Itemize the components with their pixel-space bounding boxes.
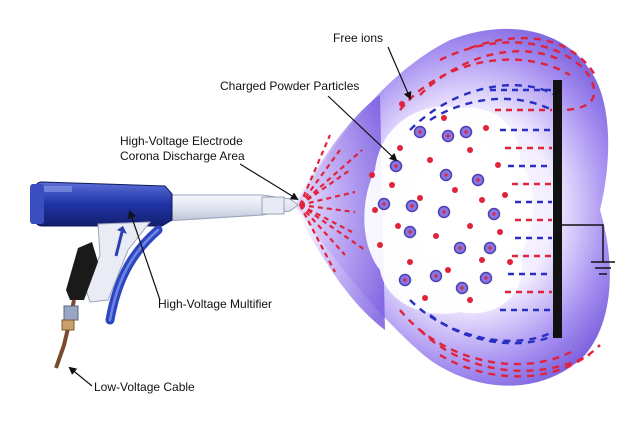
ground-plate <box>553 80 562 338</box>
free-ions-leader <box>387 46 412 100</box>
electrode-label-line1: High-Voltage Electrode <box>120 134 243 148</box>
charged-particles-leader <box>327 95 398 162</box>
charged-powder-particles-label: Charged Powder Particles <box>220 79 360 93</box>
multiplier-leader <box>128 210 161 301</box>
multiplier-label: High-Voltage Multifier <box>158 297 273 311</box>
free-ions <box>369 101 513 303</box>
spray-gun <box>30 181 299 369</box>
ground-symbol <box>562 224 615 275</box>
free-ions-label: Free ions <box>333 31 384 45</box>
gun-handle <box>85 221 152 303</box>
label-leaders <box>68 46 412 387</box>
spray-cone <box>292 95 385 330</box>
plate-field-lines <box>490 88 552 312</box>
corona-discharge-lines <box>298 134 366 273</box>
low-voltage-cable-label: Low-Voltage Cable <box>94 380 195 394</box>
gun-trigger <box>66 242 98 300</box>
particle-charge-marks <box>382 130 496 290</box>
electrode-leader <box>239 163 299 201</box>
field-lines <box>399 36 601 378</box>
cable-leader <box>68 366 93 387</box>
electrode-label-line2: Corona Discharge Area <box>120 149 245 163</box>
electrode-label: High-Voltage Electrode Corona Discharge … <box>120 134 245 164</box>
